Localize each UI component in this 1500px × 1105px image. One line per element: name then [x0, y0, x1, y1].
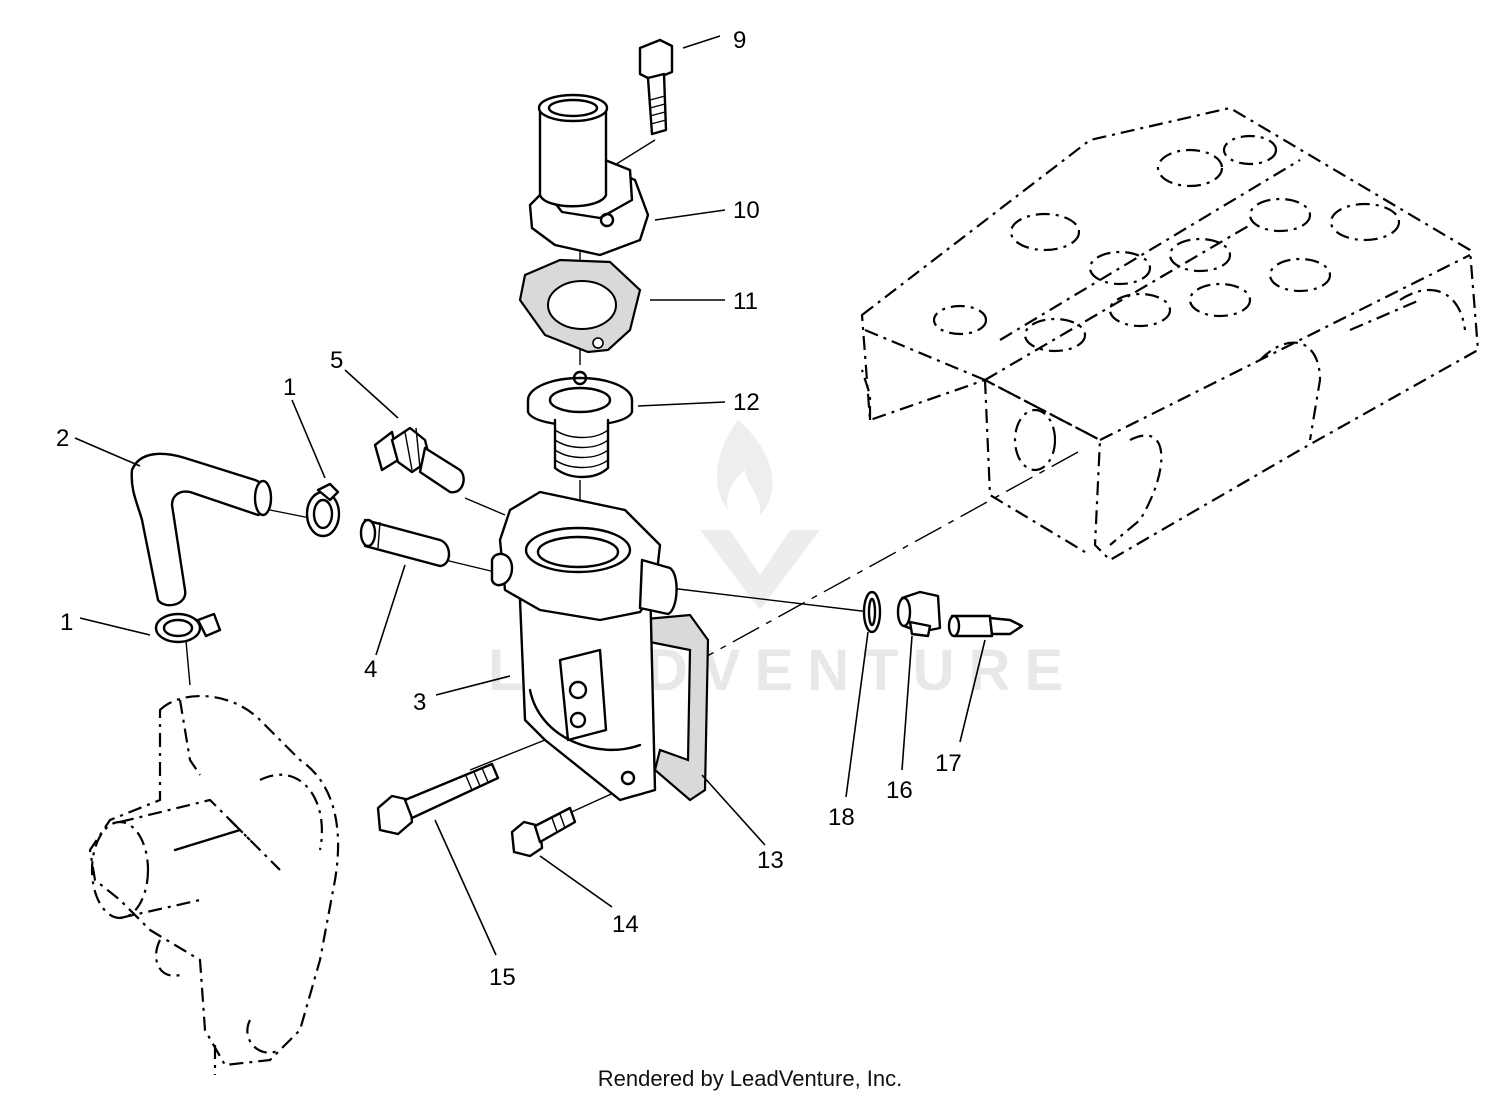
temperature-sender — [373, 426, 465, 494]
assembly-axis-lines — [184, 139, 1079, 816]
adapter — [896, 590, 942, 638]
callout-18: 18 — [828, 804, 855, 831]
callout-2: 2 — [56, 425, 69, 452]
callout-3: 3 — [413, 689, 426, 716]
callout-labels: 9 10 11 12 5 1 2 1 4 3 13 14 15 18 16 17 — [56, 27, 962, 991]
leader-lines — [74, 35, 986, 956]
callout-14: 14 — [612, 911, 639, 938]
thermostat-housing — [490, 490, 678, 802]
callout-13: 13 — [757, 847, 784, 874]
callout-9: 9 — [733, 27, 746, 54]
callout-4: 4 — [364, 656, 377, 683]
hose-clamp-upper — [305, 482, 341, 538]
o-ring — [862, 590, 882, 634]
temperature-switch — [947, 614, 1024, 638]
footer-credit: Rendered by LeadVenture, Inc. — [597, 1066, 903, 1091]
hose-clamp-lower — [154, 612, 222, 644]
cover-gasket — [518, 258, 642, 354]
water-pump — [88, 694, 340, 1075]
callout-11: 11 — [733, 288, 758, 315]
nipple-tube — [359, 518, 451, 568]
callout-17: 17 — [935, 750, 962, 777]
bolt — [638, 38, 674, 136]
callout-12: 12 — [733, 389, 760, 416]
short-bolt — [510, 806, 577, 858]
bypass-hose — [130, 452, 273, 607]
thermostat-cover-outlet — [528, 93, 650, 257]
callout-1-upper: 1 — [283, 374, 296, 401]
callout-10: 10 — [733, 197, 760, 224]
thermostat — [526, 370, 634, 479]
cylinder-head — [860, 106, 1480, 562]
callout-5: 5 — [330, 347, 343, 374]
callout-16: 16 — [886, 777, 913, 804]
callout-15: 15 — [489, 964, 516, 991]
long-bolt — [376, 762, 500, 836]
callout-1-lower: 1 — [60, 609, 73, 636]
